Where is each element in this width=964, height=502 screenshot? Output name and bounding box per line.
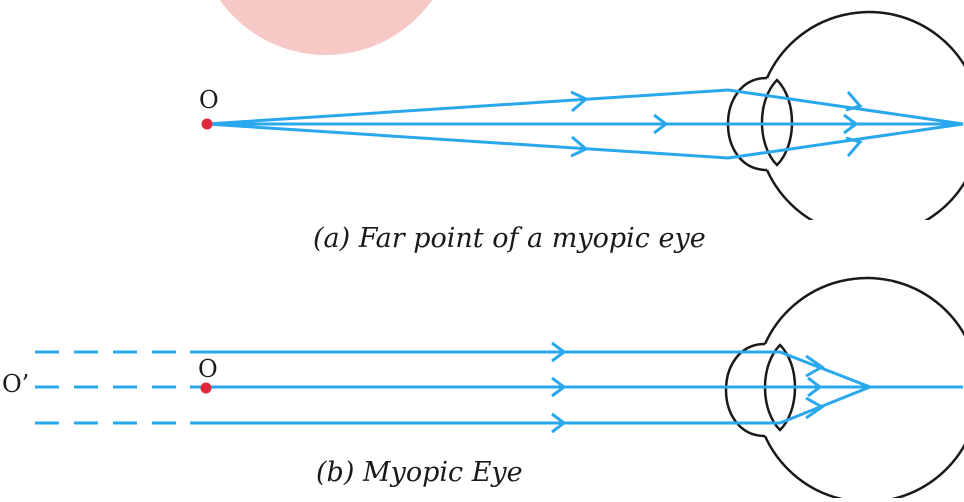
arrow-b-bot-1 [551, 412, 567, 434]
point-label-o-b: O [198, 355, 218, 383]
watermark-circle [219, 0, 433, 55]
arrow-a-bot-2 [845, 136, 863, 157]
eye-b [724, 276, 964, 498]
point-label-o-a: O [199, 86, 219, 114]
arrow-b-mid-2 [807, 376, 823, 398]
eyeball-outline-b [763, 276, 964, 498]
arrow-a-mid-2 [843, 113, 859, 135]
ray-a-bottom [206, 122, 964, 160]
object-point-b [200, 382, 212, 394]
eye-lens-b [763, 343, 797, 432]
eyeball-outline-a [765, 10, 964, 220]
arrow-b-bot-2 [805, 396, 825, 420]
arrow-a-bot-1 [570, 135, 589, 158]
arrow-a-top-2 [845, 91, 863, 112]
ray-b-bottom [190, 385, 871, 425]
ray-b-top [190, 350, 871, 389]
eye-lens-a [760, 78, 794, 167]
ray-a-top [206, 88, 964, 126]
far-point-label-o-prime: O’ [2, 370, 29, 398]
cornea-b [724, 342, 766, 438]
caption-a: (a) Far point of a myopic eye [313, 223, 706, 254]
caption-b: (b) Myopic Eye [316, 457, 523, 488]
object-point-a [201, 118, 213, 130]
arrow-b-top-1 [551, 341, 567, 363]
arrow-a-mid-1 [653, 113, 669, 135]
arrow-a-top-1 [570, 90, 589, 113]
panel-b: O O’ (b) Myopic Eye [2, 276, 964, 498]
panel-a: O (a) Far point of a myopic eye [199, 10, 964, 254]
rays-b [35, 341, 963, 434]
rays-a [206, 88, 964, 160]
arrow-b-mid-1 [551, 376, 567, 398]
arrow-b-top-2 [805, 354, 825, 378]
